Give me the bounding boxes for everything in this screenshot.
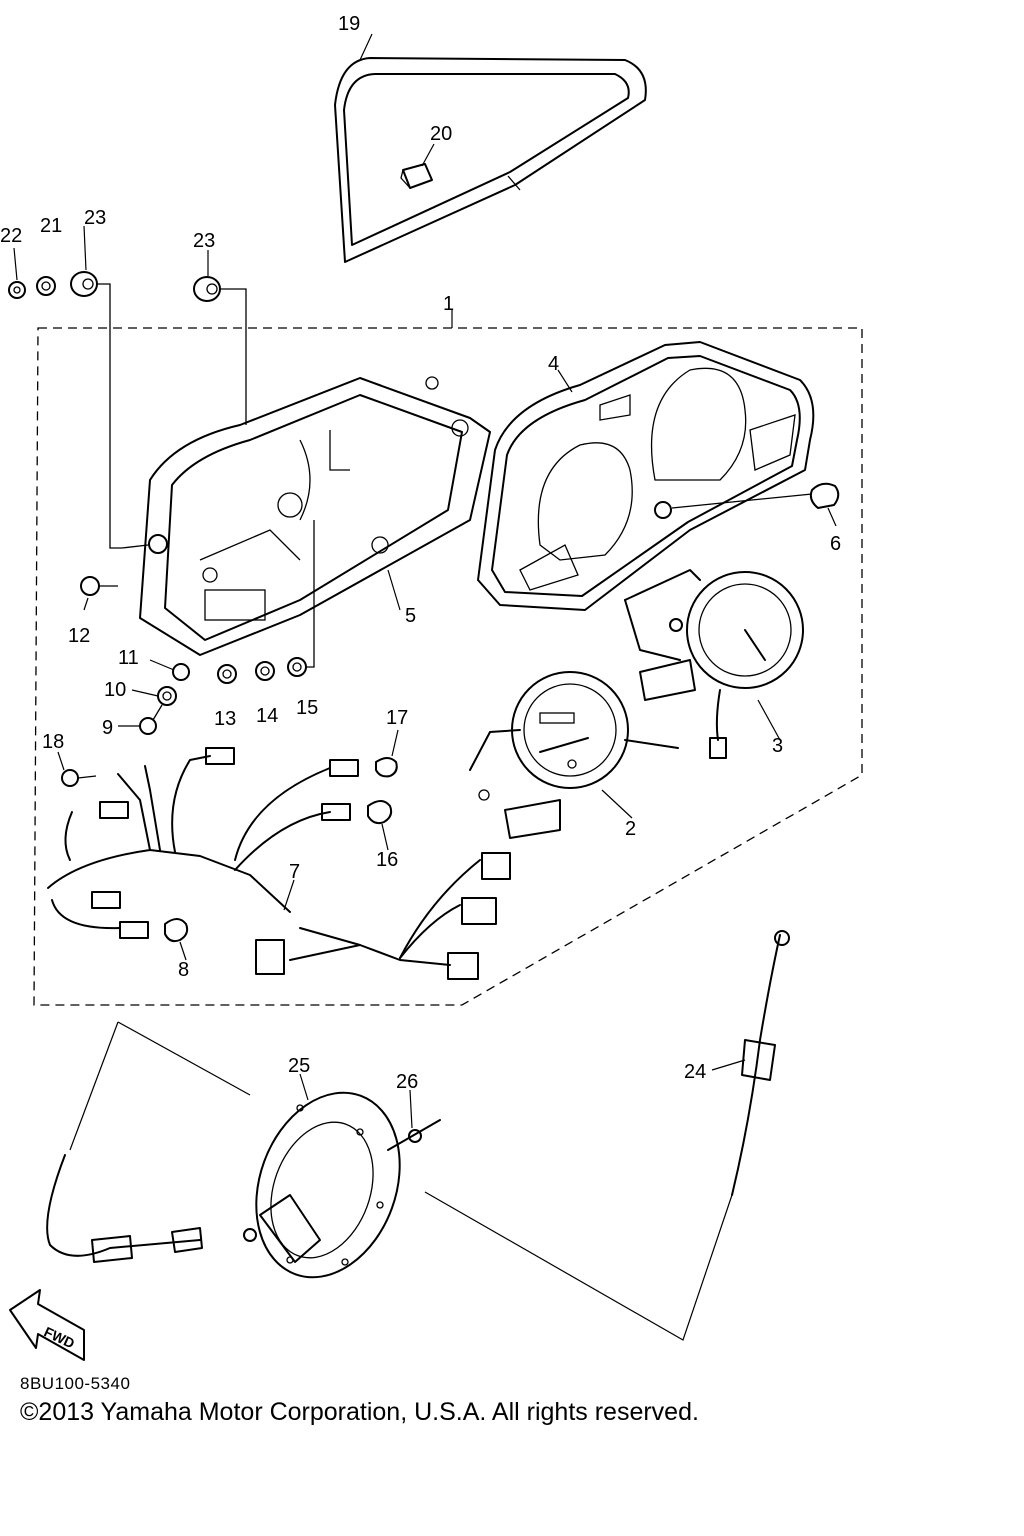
screw-18 xyxy=(61,769,97,787)
callout-20: 20 xyxy=(430,123,452,145)
washer-15 xyxy=(287,657,307,677)
nut-13 xyxy=(217,664,237,684)
callout-17: 17 xyxy=(386,707,408,729)
callout-9: 9 xyxy=(102,717,113,739)
callout-21: 21 xyxy=(40,215,62,237)
meter-case xyxy=(121,376,491,656)
speedometer xyxy=(469,671,679,839)
leader-lines xyxy=(13,33,837,1129)
housing-plate xyxy=(243,1091,401,1279)
parts-diagram: FWD 1 2 3 4 5 6 7 8 9 10 xyxy=(0,13,863,1361)
bulb-8 xyxy=(164,918,189,943)
grommet-23-left xyxy=(70,271,122,549)
callout-1: 1 xyxy=(443,293,454,315)
washer-10 xyxy=(157,686,177,706)
meter-cover xyxy=(334,57,647,263)
callout-26: 26 xyxy=(396,1071,418,1093)
assembly-boundary xyxy=(33,327,863,1006)
callout-16: 16 xyxy=(376,849,398,871)
callout-19: 19 xyxy=(338,13,360,35)
nut-11 xyxy=(172,663,190,681)
panel-bulb xyxy=(671,482,840,509)
callout-24: 24 xyxy=(684,1061,706,1083)
callout-10: 10 xyxy=(104,679,126,701)
callout-12: 12 xyxy=(68,625,90,647)
fuel-gauge xyxy=(624,569,804,759)
forward-label: FWD xyxy=(42,1324,78,1352)
copyright-notice: ©2013 Yamaha Motor Corporation, U.S.A. A… xyxy=(20,1398,699,1426)
washer-21 xyxy=(36,276,56,296)
callout-numbers: 1 2 3 4 5 6 7 8 9 10 11 12 13 14 15 16 1… xyxy=(0,13,841,1093)
callout-3: 3 xyxy=(772,735,783,757)
drive-cable xyxy=(46,1154,203,1263)
meter-panel xyxy=(477,341,815,611)
grommet-23-right xyxy=(193,276,247,425)
cover-pad xyxy=(400,163,433,189)
bulb-16 xyxy=(367,800,393,825)
forward-arrow: FWD xyxy=(9,1289,85,1361)
callout-4: 4 xyxy=(548,353,559,375)
callout-25: 25 xyxy=(288,1055,310,1077)
callout-22: 22 xyxy=(0,225,22,247)
screw-9 xyxy=(139,704,163,735)
callout-6: 6 xyxy=(830,533,841,555)
screw-12 xyxy=(80,576,118,596)
bulb-17 xyxy=(375,757,398,778)
wire-harness xyxy=(47,747,511,980)
callout-8: 8 xyxy=(178,959,189,981)
speedometer-cable xyxy=(731,930,790,1196)
nut-14 xyxy=(255,661,275,681)
nut-22 xyxy=(8,281,26,299)
callout-23-right: 23 xyxy=(193,230,215,252)
callout-2: 2 xyxy=(625,818,636,840)
callout-5: 5 xyxy=(405,605,416,627)
callout-15: 15 xyxy=(296,697,318,719)
callout-23-left: 23 xyxy=(84,207,106,229)
callout-13: 13 xyxy=(214,708,236,730)
pin-26 xyxy=(387,1119,441,1151)
callout-11: 11 xyxy=(118,647,139,669)
callout-14: 14 xyxy=(256,705,278,727)
part-code: 8BU100-5340 xyxy=(20,1374,131,1393)
callout-7: 7 xyxy=(289,861,300,883)
callout-18: 18 xyxy=(42,731,64,753)
